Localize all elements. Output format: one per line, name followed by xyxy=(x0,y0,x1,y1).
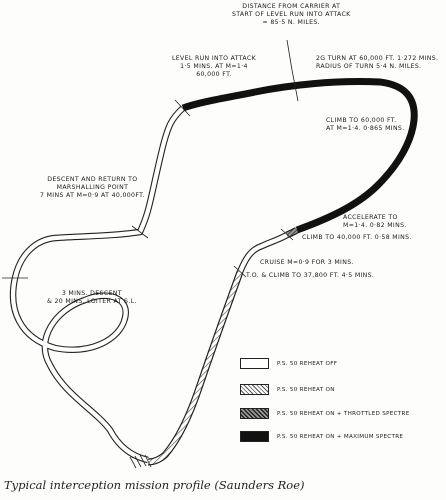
distance-label: DISTANCE FROM CARRIER AT START OF LEVEL … xyxy=(232,3,351,26)
legend-label-reheat-on: P.S. 50 REHEAT ON xyxy=(277,387,335,393)
climb-60000-label: CLIMB TO 60,000 FT. AT M=1·4. 0·865 MINS… xyxy=(326,117,405,132)
legend-label-throttled-spectre: P.S. 50 REHEAT ON + THROTTLED SPECTRE xyxy=(277,411,410,417)
cruise-path xyxy=(237,232,289,274)
figure-caption: Typical interception mission profile (Sa… xyxy=(4,478,305,492)
segment-ticks xyxy=(2,69,299,469)
legend-label-maximum-spectre: P.S. 50 REHEAT ON + MAXIMUM SPECTRE xyxy=(277,434,404,440)
return-descent-path xyxy=(9,105,186,464)
legend-swatch-maximum-spectre xyxy=(240,431,269,442)
level-run-label: LEVEL RUN INTO ATTACK 1·5 MINS. AT M=1·4… xyxy=(172,55,256,78)
legend-swatch-throttled-spectre xyxy=(240,408,269,419)
loiter-label: 3 MINS. DESCENT & 20 MINS. LOITER AT S.L… xyxy=(47,290,137,305)
cruise-label: CRUISE M=0·9 FOR 3 MINS. xyxy=(260,259,354,266)
takeoff-climb-label: T.O. & CLIMB TO 37,800 FT. 4·5 MINS. xyxy=(246,272,375,279)
climb-40000-path xyxy=(285,227,299,239)
distance-leader-line xyxy=(286,39,293,71)
legend-label-reheat-off: P.S. 50 REHEAT OFF xyxy=(277,361,338,367)
takeoff-climb-path xyxy=(147,270,244,466)
turn-label: 2g TURN AT 60,000 FT. 1·272 MINS. RADIUS… xyxy=(316,55,439,70)
accelerate-label: ACCELERATE TO M=1·4. 0·82 MINS. xyxy=(343,214,407,229)
legend-swatch-reheat-on xyxy=(240,384,269,395)
climb-40000-label: CLIMB TO 40,000 FT. 0·58 MINS. xyxy=(302,234,412,241)
attack-path xyxy=(181,78,418,234)
legend-swatch-reheat-off xyxy=(240,358,269,369)
descent-return-label: DESCENT AND RETURN TO MARSHALLING POINT … xyxy=(40,176,145,199)
